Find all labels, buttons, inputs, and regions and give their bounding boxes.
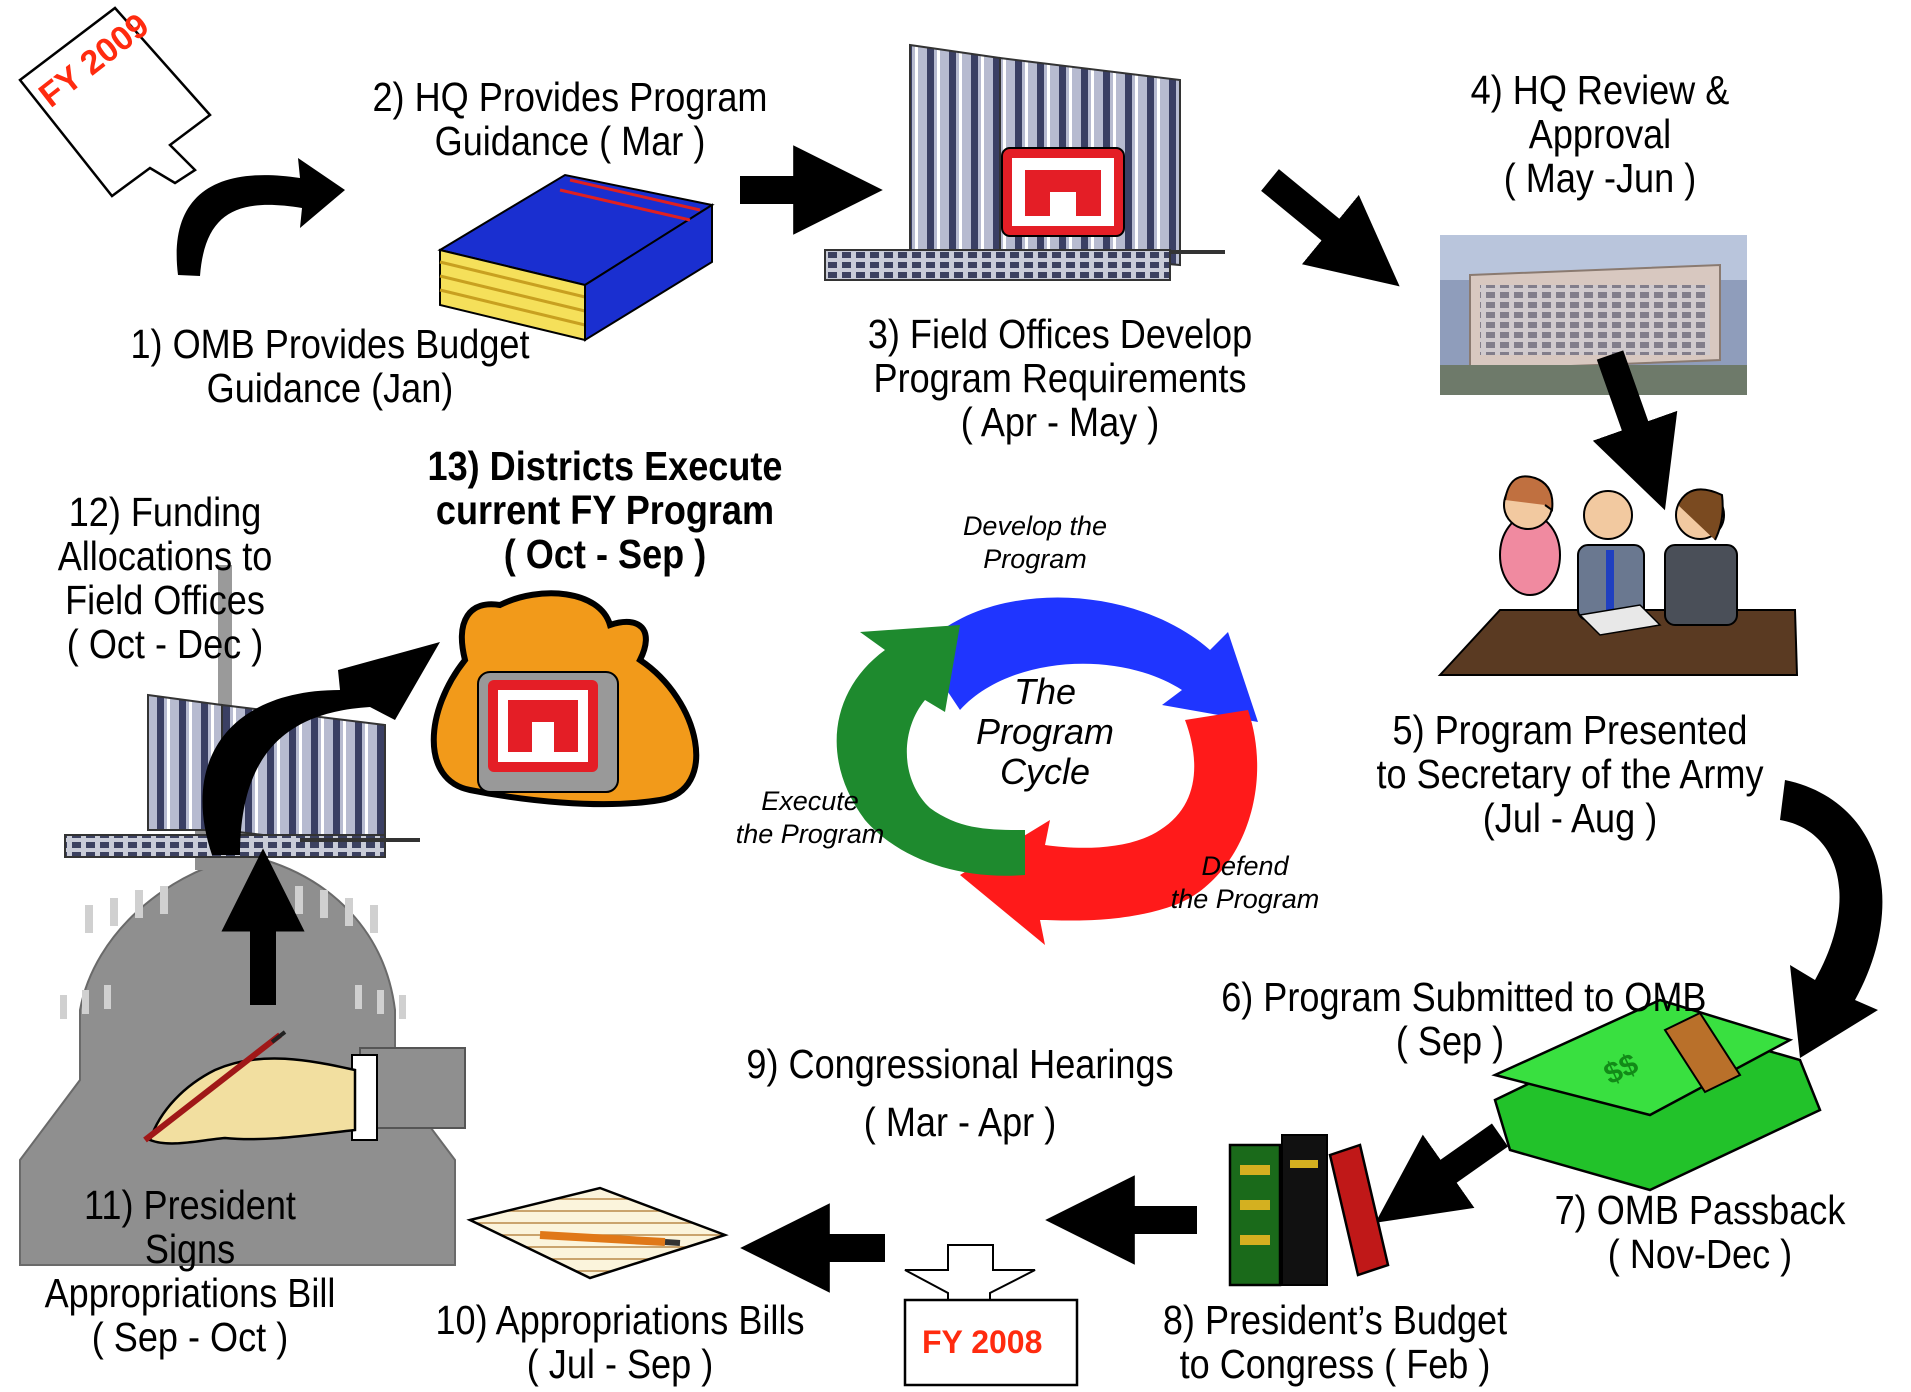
step-12-line-2: Allocations to	[57, 533, 273, 579]
cycle-center-line-1: The	[1013, 671, 1077, 712]
step-3-line-3: ( Apr - May )	[960, 399, 1160, 445]
step-5-line-3: (Jul - Aug )	[1482, 795, 1658, 841]
step-13-line-2: current FY Program	[435, 487, 775, 533]
money-bag-icon	[430, 590, 700, 808]
arrow-7-to-8	[1375, 1123, 1509, 1223]
cycle-defend-label: Defend the Program	[1160, 850, 1330, 916]
step-13-label: 13) Districts Execute current FY Program…	[407, 444, 803, 576]
step-6-line-2: ( Sep )	[1395, 1018, 1505, 1064]
notepad-icon	[466, 1186, 729, 1280]
curved-arrow-5-to-6-icon	[1780, 780, 1883, 1058]
arrow-4-to-5	[1592, 350, 1678, 511]
step-5-line-1: 5) Program Presented	[1392, 707, 1748, 753]
fy2008-sign-icon	[903, 1244, 1079, 1387]
cycle-center-label: The Program Cycle	[955, 672, 1135, 792]
step-3-label: 3) Field Offices Develop Program Require…	[858, 312, 1263, 444]
step-12-line-1: 12) Funding	[68, 489, 262, 535]
step-2-line-1: 2) HQ Provides Program	[372, 74, 768, 120]
cycle-develop-line-2: Program	[983, 544, 1087, 574]
money-stack-icon: $$	[1491, 998, 1822, 1192]
meeting-icon	[1437, 475, 1799, 676]
step-11-line-4: ( Sep - Oct )	[91, 1314, 289, 1360]
step-2-line-2: Guidance ( Mar )	[434, 118, 706, 164]
step-2-label: 2) HQ Provides Program Guidance ( Mar )	[359, 75, 781, 163]
step-4-line-1: 4) HQ Review &	[1470, 67, 1730, 113]
step-12-label: 12) Funding Allocations to Field Offices…	[33, 490, 297, 666]
step-8-line-2: to Congress ( Feb )	[1179, 1341, 1491, 1387]
step-5-line-2: to Secretary of the Army	[1376, 751, 1764, 797]
law-books-icon	[1228, 1134, 1390, 1287]
program-cycle-icon	[836, 597, 1258, 945]
office-photo-icon	[1440, 235, 1747, 395]
step-5-label: 5) Program Presented to Secretary of the…	[1350, 708, 1790, 840]
step-11-line-2: Signs	[144, 1226, 236, 1272]
cycle-execute-label: Execute the Program	[725, 785, 895, 851]
step-9-line-1: 9) Congressional Hearings	[746, 1041, 1174, 1087]
step-1-line-2: Guidance (Jan)	[206, 365, 454, 411]
step-7-label: 7) OMB Passback ( Nov-Dec )	[1515, 1188, 1885, 1276]
step-9-line-2: ( Mar - Apr )	[863, 1099, 1057, 1145]
step-13-line-1: 13) Districts Execute	[427, 443, 783, 489]
cycle-execute-line-1: Execute	[761, 786, 859, 816]
signing-hand-icon	[143, 1030, 466, 1145]
step-12-line-3: Field Offices	[65, 577, 265, 623]
cycle-defend-line-1: Defend	[1201, 851, 1289, 881]
step-10-label: 10) Appropriations Bills ( Jul - Sep )	[409, 1298, 831, 1386]
step-1-label: 1) OMB Provides Budget Guidance (Jan)	[119, 322, 541, 410]
step-7-line-2: ( Nov-Dec )	[1607, 1231, 1793, 1277]
cycle-defend-line-2: the Program	[1170, 884, 1320, 914]
step-11-label: 11) President Signs Appropriations Bill …	[32, 1183, 349, 1359]
hq-building-icon	[824, 43, 1225, 281]
book-icon	[437, 173, 715, 342]
fy2009-sign-icon	[18, 6, 212, 198]
step-11-line-1: 11) President	[84, 1182, 296, 1228]
step-4-line-2: Approval	[1528, 111, 1672, 157]
step-10-line-2: ( Jul - Sep )	[526, 1341, 714, 1387]
step-10-line-1: 10) Appropriations Bills	[435, 1297, 805, 1343]
arrow-3-to-4	[1261, 169, 1400, 287]
curved-arrow-1-icon	[176, 158, 345, 276]
step-4-line-3: ( May -Jun )	[1503, 155, 1697, 201]
cycle-develop-line-1: Develop the	[962, 511, 1108, 541]
step-3-line-1: 3) Field Offices Develop	[867, 311, 1253, 357]
cycle-center-line-2: Program	[975, 711, 1115, 752]
cycle-develop-label: Develop the Program	[950, 510, 1120, 576]
step-6-label: 6) Program Submitted to OMB ( Sep )	[1221, 974, 1707, 1064]
step-1-line-1: 1) OMB Provides Budget	[130, 321, 530, 367]
step-13-line-3: ( Oct - Sep )	[503, 531, 707, 577]
step-6-line-1: 6) Program Submitted to OMB	[1221, 974, 1707, 1020]
step-12-line-4: ( Oct - Dec )	[66, 621, 264, 667]
step-8-line-1: 8) President’s Budget	[1162, 1297, 1508, 1343]
cycle-center-line-3: Cycle	[999, 751, 1091, 792]
step-7-line-1: 7) OMB Passback	[1554, 1187, 1846, 1233]
step-8-label: 8) President’s Budget to Congress ( Feb …	[1150, 1298, 1520, 1386]
curved-arrow-12-to-13-icon	[202, 642, 440, 855]
fy2008-label: FY 2008	[922, 1324, 1043, 1360]
step-11-line-3: Appropriations Bill	[44, 1270, 336, 1316]
step-3-line-2: Program Requirements	[873, 355, 1247, 401]
step-4-label: 4) HQ Review & Approval ( May -Jun )	[1424, 68, 1776, 200]
cycle-execute-line-2: the Program	[735, 819, 885, 849]
step-9-label: 9) Congressional Hearings ( Mar - Apr )	[731, 1035, 1189, 1151]
